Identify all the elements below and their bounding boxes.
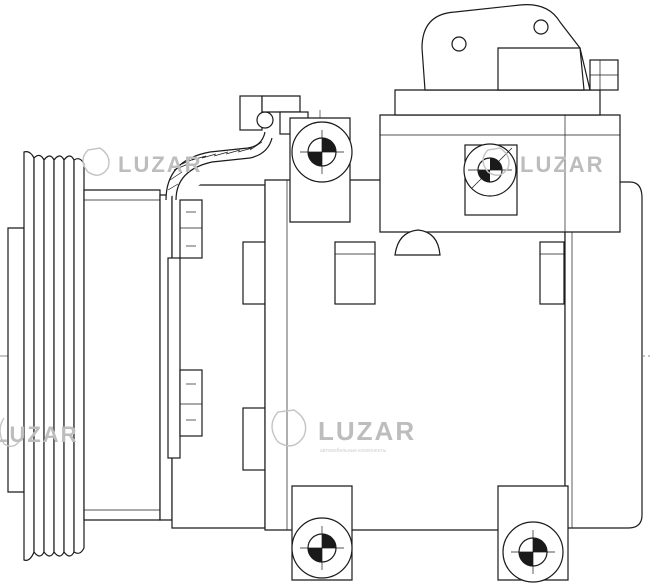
upper-mount bbox=[289, 117, 353, 223]
watermark-tagline: автомобильные компоненты bbox=[320, 448, 387, 454]
watermark-brand: LUZAR bbox=[318, 416, 416, 446]
watermark-left-edge: LUZAR bbox=[0, 417, 79, 447]
rear-head bbox=[379, 4, 621, 256]
compressor-body bbox=[264, 179, 643, 531]
watermark-center: LUZAR автомобильные компоненты bbox=[271, 409, 416, 454]
rear-port bbox=[463, 143, 517, 197]
pulley bbox=[7, 151, 161, 561]
lower-mount-right bbox=[497, 485, 569, 583]
watermark-top-right: LUZAR bbox=[482, 147, 605, 177]
front-housing bbox=[159, 184, 266, 529]
watermark-brand: LUZAR bbox=[520, 152, 605, 177]
watermark-top-left: LUZAR bbox=[82, 147, 203, 177]
lower-mount-left bbox=[291, 485, 353, 581]
watermark-brand: LUZAR bbox=[118, 152, 203, 177]
watermark-brand: LUZAR bbox=[0, 422, 79, 447]
